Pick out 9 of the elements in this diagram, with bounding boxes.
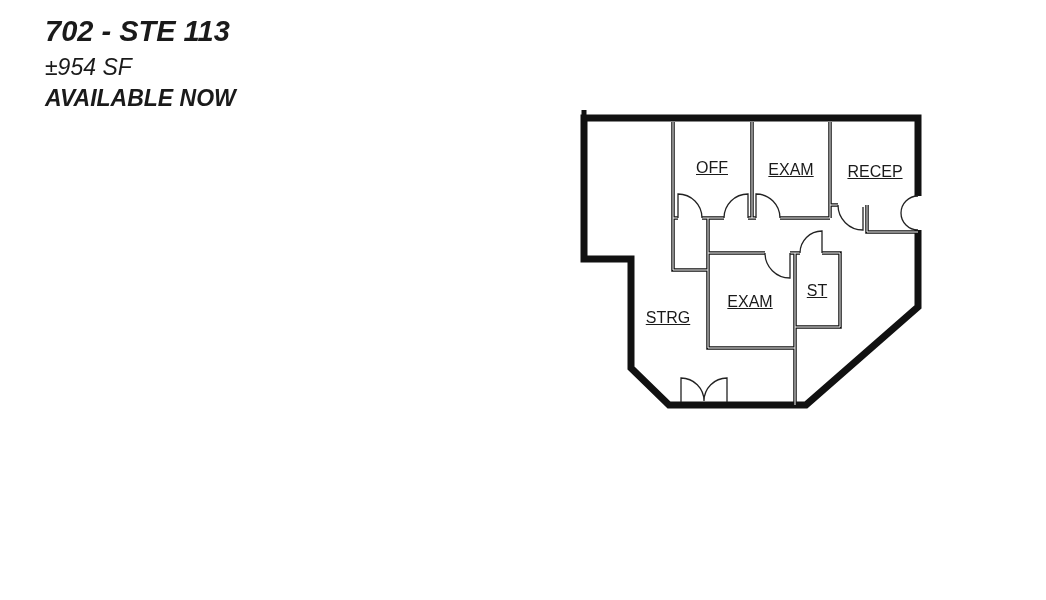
room-label: EXAM — [727, 293, 773, 311]
room-label: STRG — [645, 309, 691, 327]
room-label: RECEP — [847, 163, 903, 181]
room-label: OFF — [696, 159, 728, 177]
room-label: ST — [806, 282, 828, 300]
area-text: ±954 SF — [45, 55, 132, 81]
title: 702 - STE 113 — [45, 16, 230, 48]
availability-text: AVAILABLE NOW — [45, 86, 236, 112]
room-label: EXAM — [768, 161, 814, 179]
